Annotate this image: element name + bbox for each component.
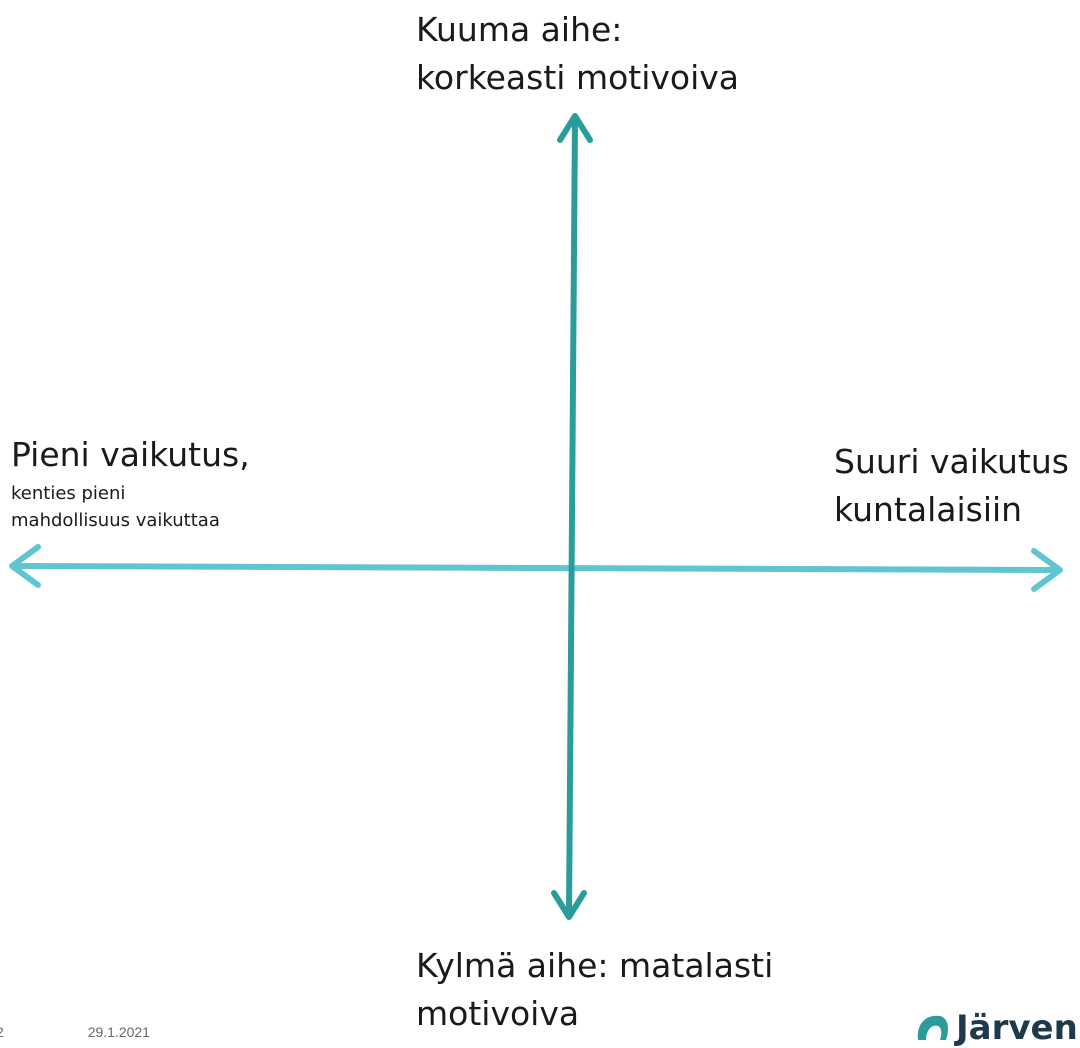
top-arrowhead bbox=[557, 113, 593, 143]
left-arrowhead bbox=[9, 544, 41, 588]
bottom-label-line-1: Kylmä aihe: matalasti bbox=[416, 946, 774, 985]
page-number: 2 bbox=[0, 1024, 4, 1040]
logo-text: Järvenp bbox=[956, 1008, 1080, 1048]
right-axis-label: Suuri vaikutus kuntalaisiin bbox=[834, 438, 1069, 534]
logo-mark-icon bbox=[917, 1015, 948, 1040]
slide-footer: 2 29.1.2021 bbox=[0, 1024, 190, 1040]
right-arrowhead bbox=[1031, 548, 1063, 592]
right-label-line-1: Suuri vaikutus bbox=[834, 442, 1069, 481]
bottom-axis-label: Kylmä aihe: matalasti motivoiva bbox=[416, 942, 773, 1038]
left-axis-sublabel: kenties pieni mahdollisuus vaikuttaa bbox=[11, 480, 220, 534]
right-label-line-2: kuntalaisiin bbox=[834, 490, 1023, 529]
organization-logo: Järvenp bbox=[912, 1008, 1080, 1048]
top-axis-label: Kuuma aihe: korkeasti motivoiva bbox=[416, 6, 739, 102]
top-label-line-2: korkeasti motivoiva bbox=[416, 58, 740, 97]
footer-date: 29.1.2021 bbox=[87, 1024, 150, 1040]
horizontal-axis-line bbox=[11, 563, 1061, 573]
left-sub-line-1: kenties pieni bbox=[11, 483, 126, 504]
vertical-axis-line bbox=[566, 115, 578, 918]
vertical-axis bbox=[551, 113, 593, 920]
horizontal-axis bbox=[9, 544, 1063, 592]
top-label-line-1: Kuuma aihe: bbox=[416, 10, 623, 49]
left-axis-label: Pieni vaikutus, bbox=[11, 435, 250, 474]
bottom-label-line-2: motivoiva bbox=[416, 994, 580, 1033]
bottom-arrowhead bbox=[551, 890, 587, 920]
left-sub-line-2: mahdollisuus vaikuttaa bbox=[11, 510, 220, 531]
